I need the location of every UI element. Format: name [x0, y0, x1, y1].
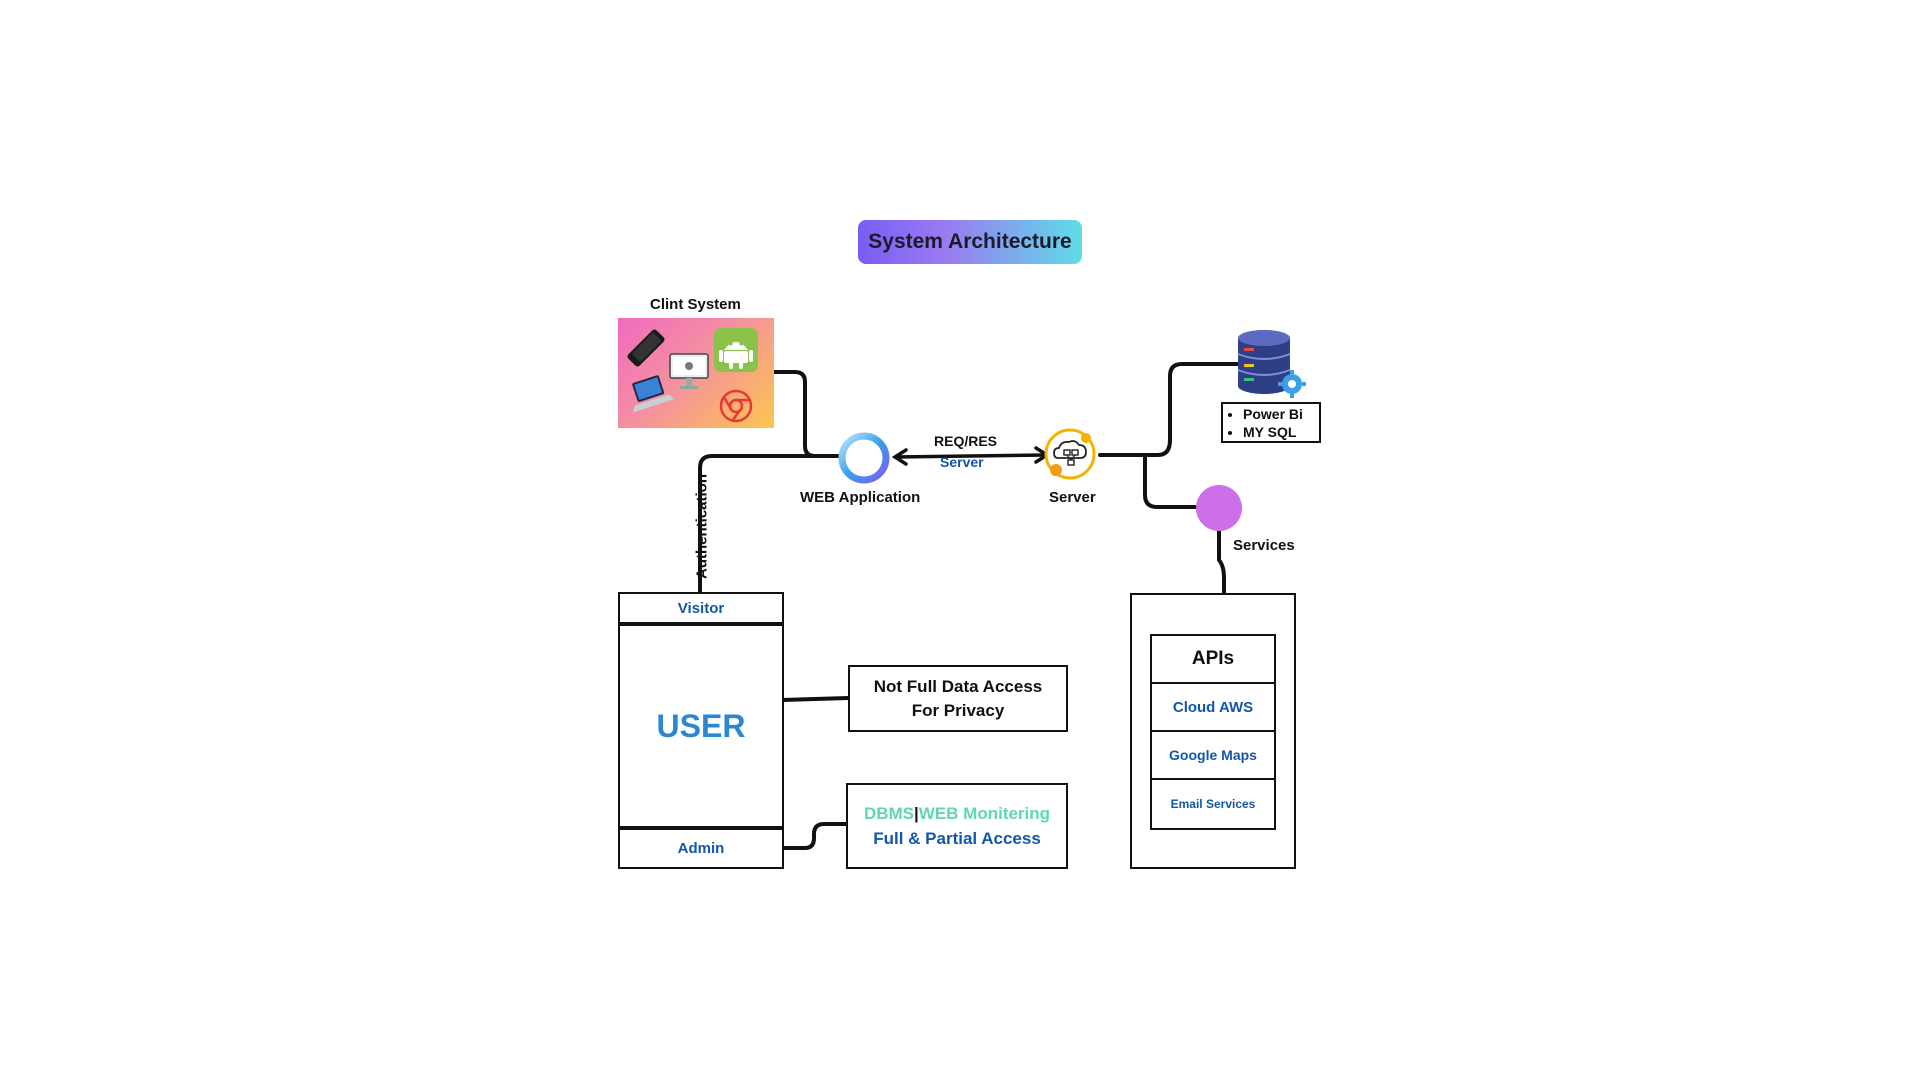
- client-system-box: [618, 318, 774, 428]
- api-item-google-maps[interactable]: Google Maps: [1152, 732, 1274, 780]
- diagram-title: System Architecture: [858, 220, 1082, 264]
- apis-list: APIs Cloud AWS Google Maps Email Service…: [1150, 634, 1276, 830]
- api-item-email-services[interactable]: Email Services: [1170, 797, 1256, 811]
- req-res-arrow: [894, 453, 1048, 459]
- auth-line: [698, 454, 840, 594]
- server-cloud-icon[interactable]: [1042, 426, 1098, 482]
- services-node[interactable]: [1196, 485, 1242, 531]
- access-box: DBMS|WEB Monitering Full & Partial Acces…: [846, 783, 1068, 869]
- web-application-icon[interactable]: [836, 430, 892, 486]
- admin-to-access-line: [780, 822, 848, 850]
- services-label: Services: [1233, 537, 1295, 554]
- dbms-label: DBMS: [863, 804, 915, 823]
- laptop-icon: [632, 375, 674, 413]
- desktop-icon: [669, 353, 709, 389]
- user-to-privacy-line: [780, 696, 850, 702]
- visitor-row[interactable]: Visitor: [620, 594, 782, 626]
- server-to-db-line: [1098, 362, 1248, 457]
- access-line-2: Full & Partial Access: [873, 829, 1041, 848]
- database-icon: [1237, 330, 1306, 398]
- database-list: Power Bi MY SQL: [1221, 402, 1321, 443]
- client-to-webapp-line: [772, 370, 842, 458]
- req-res-label: REQ/RES: [934, 433, 998, 449]
- database-item-mysql: MY SQL: [1243, 423, 1315, 441]
- android-icon: [714, 328, 758, 372]
- privacy-line-2: For Privacy: [911, 700, 1005, 720]
- web-monitoring-label: WEB Monitering: [918, 804, 1051, 823]
- server-to-services-line: [1143, 453, 1198, 509]
- admin-row[interactable]: Admin: [620, 826, 782, 867]
- user-title: USER: [656, 707, 746, 744]
- api-item-cloud-aws[interactable]: Cloud AWS: [1152, 684, 1274, 732]
- phone-icon: [627, 329, 665, 367]
- privacy-box: Not Full Data Access For Privacy: [848, 665, 1068, 732]
- server-label: Server: [1049, 489, 1096, 506]
- web-application-label: WEB Application: [800, 489, 921, 506]
- services-to-apis-line: [1217, 528, 1226, 595]
- req-res-server-label: Server: [940, 454, 984, 470]
- apis-title: APIs: [1152, 636, 1274, 684]
- access-separator: |: [914, 804, 919, 823]
- client-system-label: Clint System: [650, 296, 741, 313]
- privacy-line-1: Not Full Data Access: [873, 676, 1043, 696]
- database-item-power-bi: Power Bi: [1243, 405, 1315, 423]
- chrome-icon: [719, 389, 753, 423]
- authentication-label: Authentication: [693, 474, 711, 579]
- user-box: Visitor USER Admin: [618, 592, 784, 869]
- admin-label: Admin: [677, 840, 725, 857]
- visitor-label: Visitor: [677, 599, 725, 617]
